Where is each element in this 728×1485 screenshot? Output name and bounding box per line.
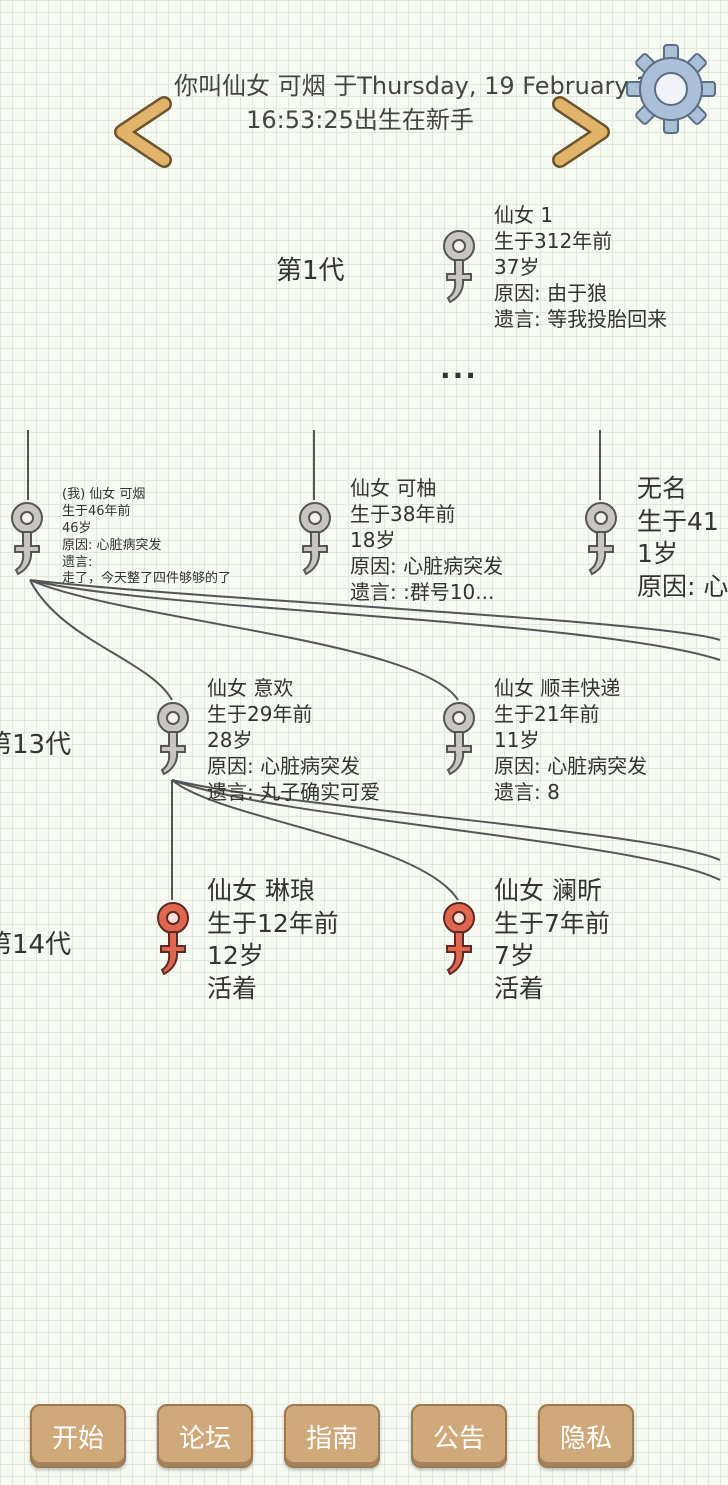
person-born: 生于46年前: [62, 503, 131, 519]
person-age: 37岁: [494, 255, 540, 279]
keyou-figure-icon[interactable]: [292, 500, 338, 580]
generation-label-1: 第1代: [276, 256, 345, 286]
person-cause: 原因: 心脏病突发: [350, 554, 504, 578]
keyou-info: 仙女 可柚 生于38年前 18岁 原因: 心脏病突发 遗言: :群号10...: [350, 475, 503, 605]
person-born: 生于7年前: [494, 908, 610, 938]
birth-info-line-1: 你叫仙女 可烟 于Thursday, 19 February 2: [174, 72, 652, 100]
start-button[interactable]: 开始: [30, 1404, 126, 1468]
person-name: 仙女 顺丰快递: [494, 676, 621, 700]
person-born: 生于21年前: [494, 702, 600, 726]
person-will: 遗言: 等我投胎回来: [494, 307, 668, 331]
person-name: 仙女 意欢: [207, 676, 294, 700]
notice-button[interactable]: 公告: [411, 1404, 507, 1468]
linlang-info: 仙女 琳琅 生于12年前 12岁 活着: [207, 875, 339, 1005]
person-age: 46岁: [62, 520, 92, 536]
person-status: 活着: [207, 973, 258, 1003]
person-age: 12岁: [207, 941, 264, 970]
wuming-figure-icon[interactable]: [578, 500, 624, 580]
person-age: 11岁: [494, 728, 540, 752]
guide-button[interactable]: 指南: [284, 1404, 380, 1468]
birth-info-line-2: 16:53:25出生在新手: [246, 106, 474, 134]
person-cause: 原因: 心: [637, 571, 728, 601]
wuming-info: 无名 生于41 1岁 原因: 心: [637, 473, 728, 603]
person-name: 仙女 1: [494, 203, 554, 227]
ellipsis: ...: [440, 352, 478, 385]
prev-arrow-icon[interactable]: [112, 96, 176, 168]
person-name: 仙女 琳琅: [207, 876, 315, 905]
yihuan-info: 仙女 意欢 生于29年前 28岁 原因: 心脏病突发 遗言: 丸子确实可爱: [207, 675, 380, 805]
yihuan-figure-icon[interactable]: [150, 700, 196, 780]
privacy-button[interactable]: 隐私: [538, 1404, 634, 1468]
lanxin-info: 仙女 澜昕 生于7年前 7岁 活着: [494, 875, 610, 1005]
person-born: 生于38年前: [350, 502, 456, 526]
forum-button[interactable]: 论坛: [157, 1404, 253, 1468]
person-will: 遗言: 8: [494, 780, 560, 804]
person-will-text: 走了，今天整了四件够够的了: [62, 571, 232, 587]
person-cause: 原因: 心脏病突发: [494, 754, 648, 778]
lanxin-figure-icon[interactable]: [436, 900, 482, 980]
ancestor-figure-icon[interactable]: [436, 228, 482, 308]
person-born: 生于29年前: [207, 702, 313, 726]
person-age: 1岁: [637, 539, 678, 568]
person-will: 遗言: :群号10...: [350, 580, 495, 604]
person-born: 生于12年前: [207, 908, 339, 938]
person-name: 无名: [637, 474, 688, 503]
generation-label-13: 第13代: [0, 730, 72, 760]
person-born: 生于41: [637, 506, 719, 536]
person-will: 遗言: 丸子确实可爱: [207, 780, 381, 804]
person-cause: 原因: 由于狼: [494, 281, 608, 305]
me-figure-icon[interactable]: [4, 500, 50, 580]
shunfeng-info: 仙女 顺丰快递 生于21年前 11岁 原因: 心脏病突发 遗言: 8: [494, 675, 647, 805]
ancestor-info: 仙女 1 生于312年前 37岁 原因: 由于狼 遗言: 等我投胎回来: [494, 202, 667, 332]
person-name: (我) 仙女 可烟: [62, 487, 146, 502]
person-cause: 原因: 心脏病突发: [62, 537, 162, 553]
settings-gear-icon[interactable]: [626, 44, 716, 134]
person-name: 仙女 澜昕: [494, 876, 602, 905]
person-age: 28岁: [207, 728, 253, 752]
person-status: 活着: [494, 973, 545, 1003]
me-info: (我) 仙女 可烟 生于46年前 46岁 原因: 心脏病突发 遗言: 走了，今天…: [62, 487, 231, 588]
person-age: 18岁: [350, 528, 396, 552]
generation-label-14: 第14代: [0, 930, 72, 960]
person-born: 生于312年前: [494, 229, 613, 253]
person-will-label: 遗言:: [62, 554, 93, 570]
person-name: 仙女 可柚: [350, 476, 437, 500]
person-age: 7岁: [494, 941, 535, 970]
shunfeng-figure-icon[interactable]: [436, 700, 482, 780]
next-arrow-icon[interactable]: [548, 96, 612, 168]
person-cause: 原因: 心脏病突发: [207, 754, 361, 778]
linlang-figure-icon[interactable]: [150, 900, 196, 980]
